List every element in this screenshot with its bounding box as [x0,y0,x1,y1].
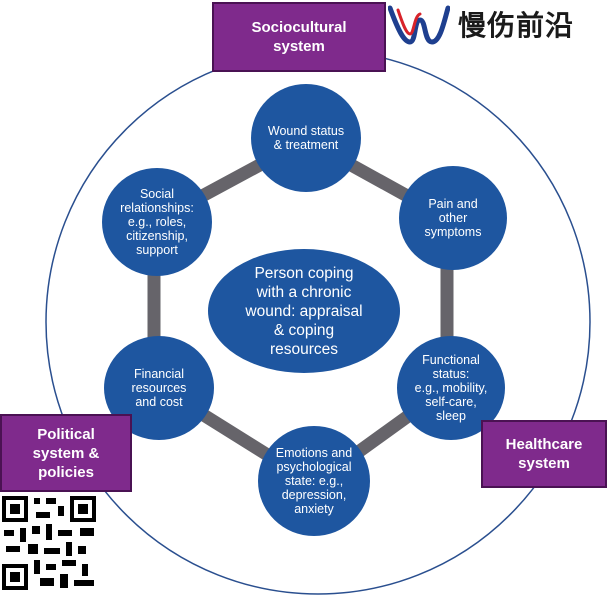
node-financial-label: Financial resources and cost [131,367,187,409]
qr-code-graphic [0,494,98,592]
node-emotions-label: Emotions and psychological state: e.g., … [275,446,353,516]
box-healthcare-system-label: Healthcare system [505,436,583,472]
box-political-system-label: Political system & policies [32,425,100,481]
center-node-label: Person coping with a chronic wound: appr… [245,264,363,358]
center-node-person-coping: Person coping with a chronic wound: appr… [208,249,400,373]
node-pain-symptoms: Pain and other symptoms [399,166,507,270]
brand-logo-text: 慢伤前沿 [458,9,575,42]
node-social-relationships-label: Social relationships: e.g., roles, citiz… [120,187,194,257]
box-political-system: Political system & policies [0,414,132,492]
node-social-relationships: Social relationships: e.g., roles, citiz… [102,168,212,276]
box-sociocultural-system-label: Sociocultural system [251,19,347,55]
box-healthcare-system: Healthcare system [481,420,607,488]
brand-logo-icon [388,5,450,45]
node-pain-symptoms-label: Pain and other symptoms [424,197,482,239]
node-wound-status-label: Wound status & treatment [267,124,345,152]
node-wound-status: Wound status & treatment [251,84,361,192]
qr-code-icon [0,494,98,592]
node-emotions: Emotions and psychological state: e.g., … [258,426,370,536]
box-sociocultural-system: Sociocultural system [212,2,386,72]
brand-logo: 慢伤前沿 [388,2,603,46]
node-functional-status-label: Functional status: e.g., mobility, self-… [414,353,488,423]
